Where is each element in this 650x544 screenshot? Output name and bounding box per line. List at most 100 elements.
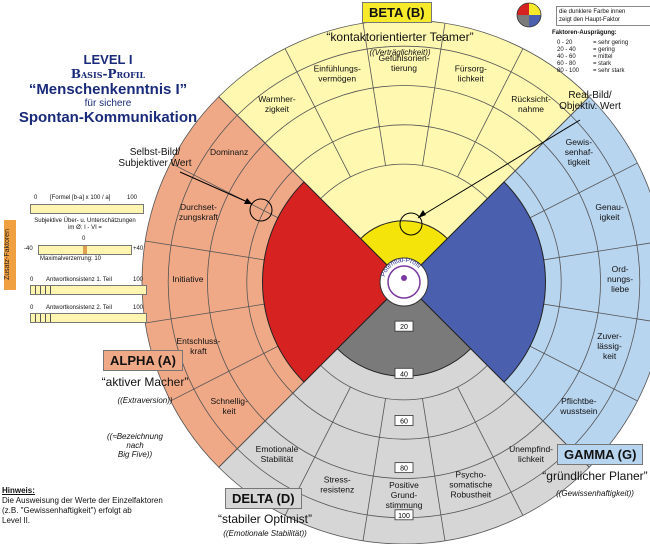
hub-figure-icon [401,275,407,281]
svg-text:20: 20 [400,324,408,331]
beta-sub-factor-label: Einfühlungs-vermögen [314,63,361,83]
sub-sector-divider [422,398,446,541]
beta-bigfive: ((Verträglichkeit)) [369,48,431,57]
consistency2-zero: 0 [30,305,34,311]
consistency1-zero: 0 [30,277,34,283]
title-block: LEVEL I Basis-Profil “Menschenkenntnis I… [8,52,208,126]
consistency2-bar [30,313,147,323]
gamma-sub-factor-label: Ord-nungs-liebe [607,264,633,294]
for-text: für sichere [84,98,132,109]
beta-sub-factor-label: Fürsorg-lichkeit [455,63,487,83]
legend-label: = sehr stark [593,68,625,74]
legend-row: 40 - 60 = mittel [555,54,647,61]
svg-text:100: 100 [398,513,410,520]
gamma-sub-factor-label: Pflichtbe-wusstsein [559,396,598,416]
alpha-sub-factor-label: Durchset-zungskraft [179,202,219,222]
sub-sector-divider [422,23,446,166]
scale-mark: 100 [394,509,414,521]
svg-text:60: 60 [400,418,408,425]
alpha-label: ALPHA (A) [103,350,183,371]
basis-title: Basis-Profil [70,67,146,81]
bigfive-note: ((≈Bezeichnung nach Big Five)) [107,432,163,459]
formula-zero: 0 [34,195,38,201]
arrow-head-icon [244,198,252,204]
delta-sub-factor-label: Unempfind-lichkeit [509,444,553,464]
legend-note: die dunklere Farbe innen zeigt den Haupt… [556,6,650,26]
consistency1-hundred: 100 [133,277,144,283]
legend-row: 20 - 40 = gering [555,47,647,54]
legend-label: = sehr gering [593,40,629,46]
delta-description: “stabiler Optimist” [217,512,312,526]
scale-mark: 20 [394,320,414,332]
arrow-head-icon [418,210,426,218]
deviation-min: -40 [24,246,33,252]
legend-heading: Faktoren-Ausprägung: [552,30,617,36]
svg-text:80: 80 [400,466,408,473]
svg-text:40: 40 [400,371,408,378]
formula-hundred: 100 [127,195,138,201]
beta-description: “kontaktorientierter Teamer” [326,30,474,44]
scale-mark: 80 [394,462,414,474]
legend-row: 0 - 20 = sehr gering [555,40,647,47]
alpha-bigfive: ((Extraversion)) [117,396,173,405]
self-image-pointer [179,171,253,205]
max-distortion: Maximalverzerrung: 10 [40,256,102,262]
zusatz-faktoren-tab: Zusatz-Faktoren [4,220,16,290]
gamma-description: “gründlicher Planer” [542,469,648,483]
real-image-label: Real-Bild/ Objektiv. Wert [559,90,621,112]
legend-label: = mittel [593,54,613,60]
beta-sub-factor-label: Rücksicht-nahme [511,94,551,114]
self-image-marker [249,198,273,222]
real-image-pointer [417,119,581,219]
consistency1-bar [30,285,147,295]
alpha-value-wedge [262,181,405,383]
self-image-label: Selbst-Bild/ Subjektiver Wert [118,147,192,169]
deviation-max: +40 [133,246,144,252]
legend-range: 20 - 40 [557,47,576,53]
scale-ring [246,124,562,440]
gamma-sub-factor-label: Genau-igkeit [595,202,624,222]
alpha-sub-factor-label: Initiative [172,274,203,284]
beta-label: BETA (B) [362,2,432,23]
legend-row: 80 - 100 = sehr stark [555,68,647,75]
sub-title: Spontan-Kommunikation [18,109,198,126]
sub-sector-divider [362,398,386,541]
consistency1-label: Antwortkonsistenz 1. Teil [46,277,112,283]
level-title: LEVEL I [83,52,133,67]
formula-bar [30,204,144,214]
gamma-label: GAMMA (G) [557,444,644,465]
gamma-bigfive: ((Gewissenhaftigkeit)) [556,489,634,498]
color-wheel-icon [516,2,542,28]
beta-sub-factor-label: Gefühlsorien-tierung [378,53,429,73]
legend-range: 0 - 20 [557,40,573,46]
legend-label: = gering [593,47,615,53]
sub-sector-divider [284,48,351,178]
delta-sub-factor-label: Stress-resistenz [320,475,354,495]
beta-sub-factor-label: Warmher-zigkeit [258,94,296,114]
hint-text: Die Ausweisung der Werte der Einzelfakto… [2,496,163,525]
scale-mark: 40 [394,367,414,379]
legend-label: = stark [593,61,612,67]
consistency2-label: Antwortkonsistenz 2. Teil [46,305,112,311]
gamma-sub-factor-label: Gewis-senhaf-tigkeit [565,137,594,167]
formula-label: [Formel [b-a] x 100 / a] [50,195,111,201]
sub-sector-divider [457,386,524,516]
deviation-zero: 0 [82,236,86,242]
real-image-marker [399,212,423,236]
legend-row: 60 - 80= stark [555,61,647,68]
legend-range: 80 - 100 [557,68,580,74]
sub-sector-divider [362,23,386,166]
consistency2-hundred: 100 [133,305,144,311]
alpha-description: “aktiver Macher” [101,375,189,389]
alpha-sub-factor-label: Schnellig-keit [210,396,247,416]
delta-label: DELTA (D) [225,488,302,509]
alpha-sub-factor-label: Dominanz [210,147,248,157]
gamma-sub-factor-label: Zuver-lässig-keit [597,331,622,361]
hint-title: Hinweis: [2,486,35,495]
legend-range: 40 - 60 [557,54,576,60]
hub-inner [387,265,421,299]
